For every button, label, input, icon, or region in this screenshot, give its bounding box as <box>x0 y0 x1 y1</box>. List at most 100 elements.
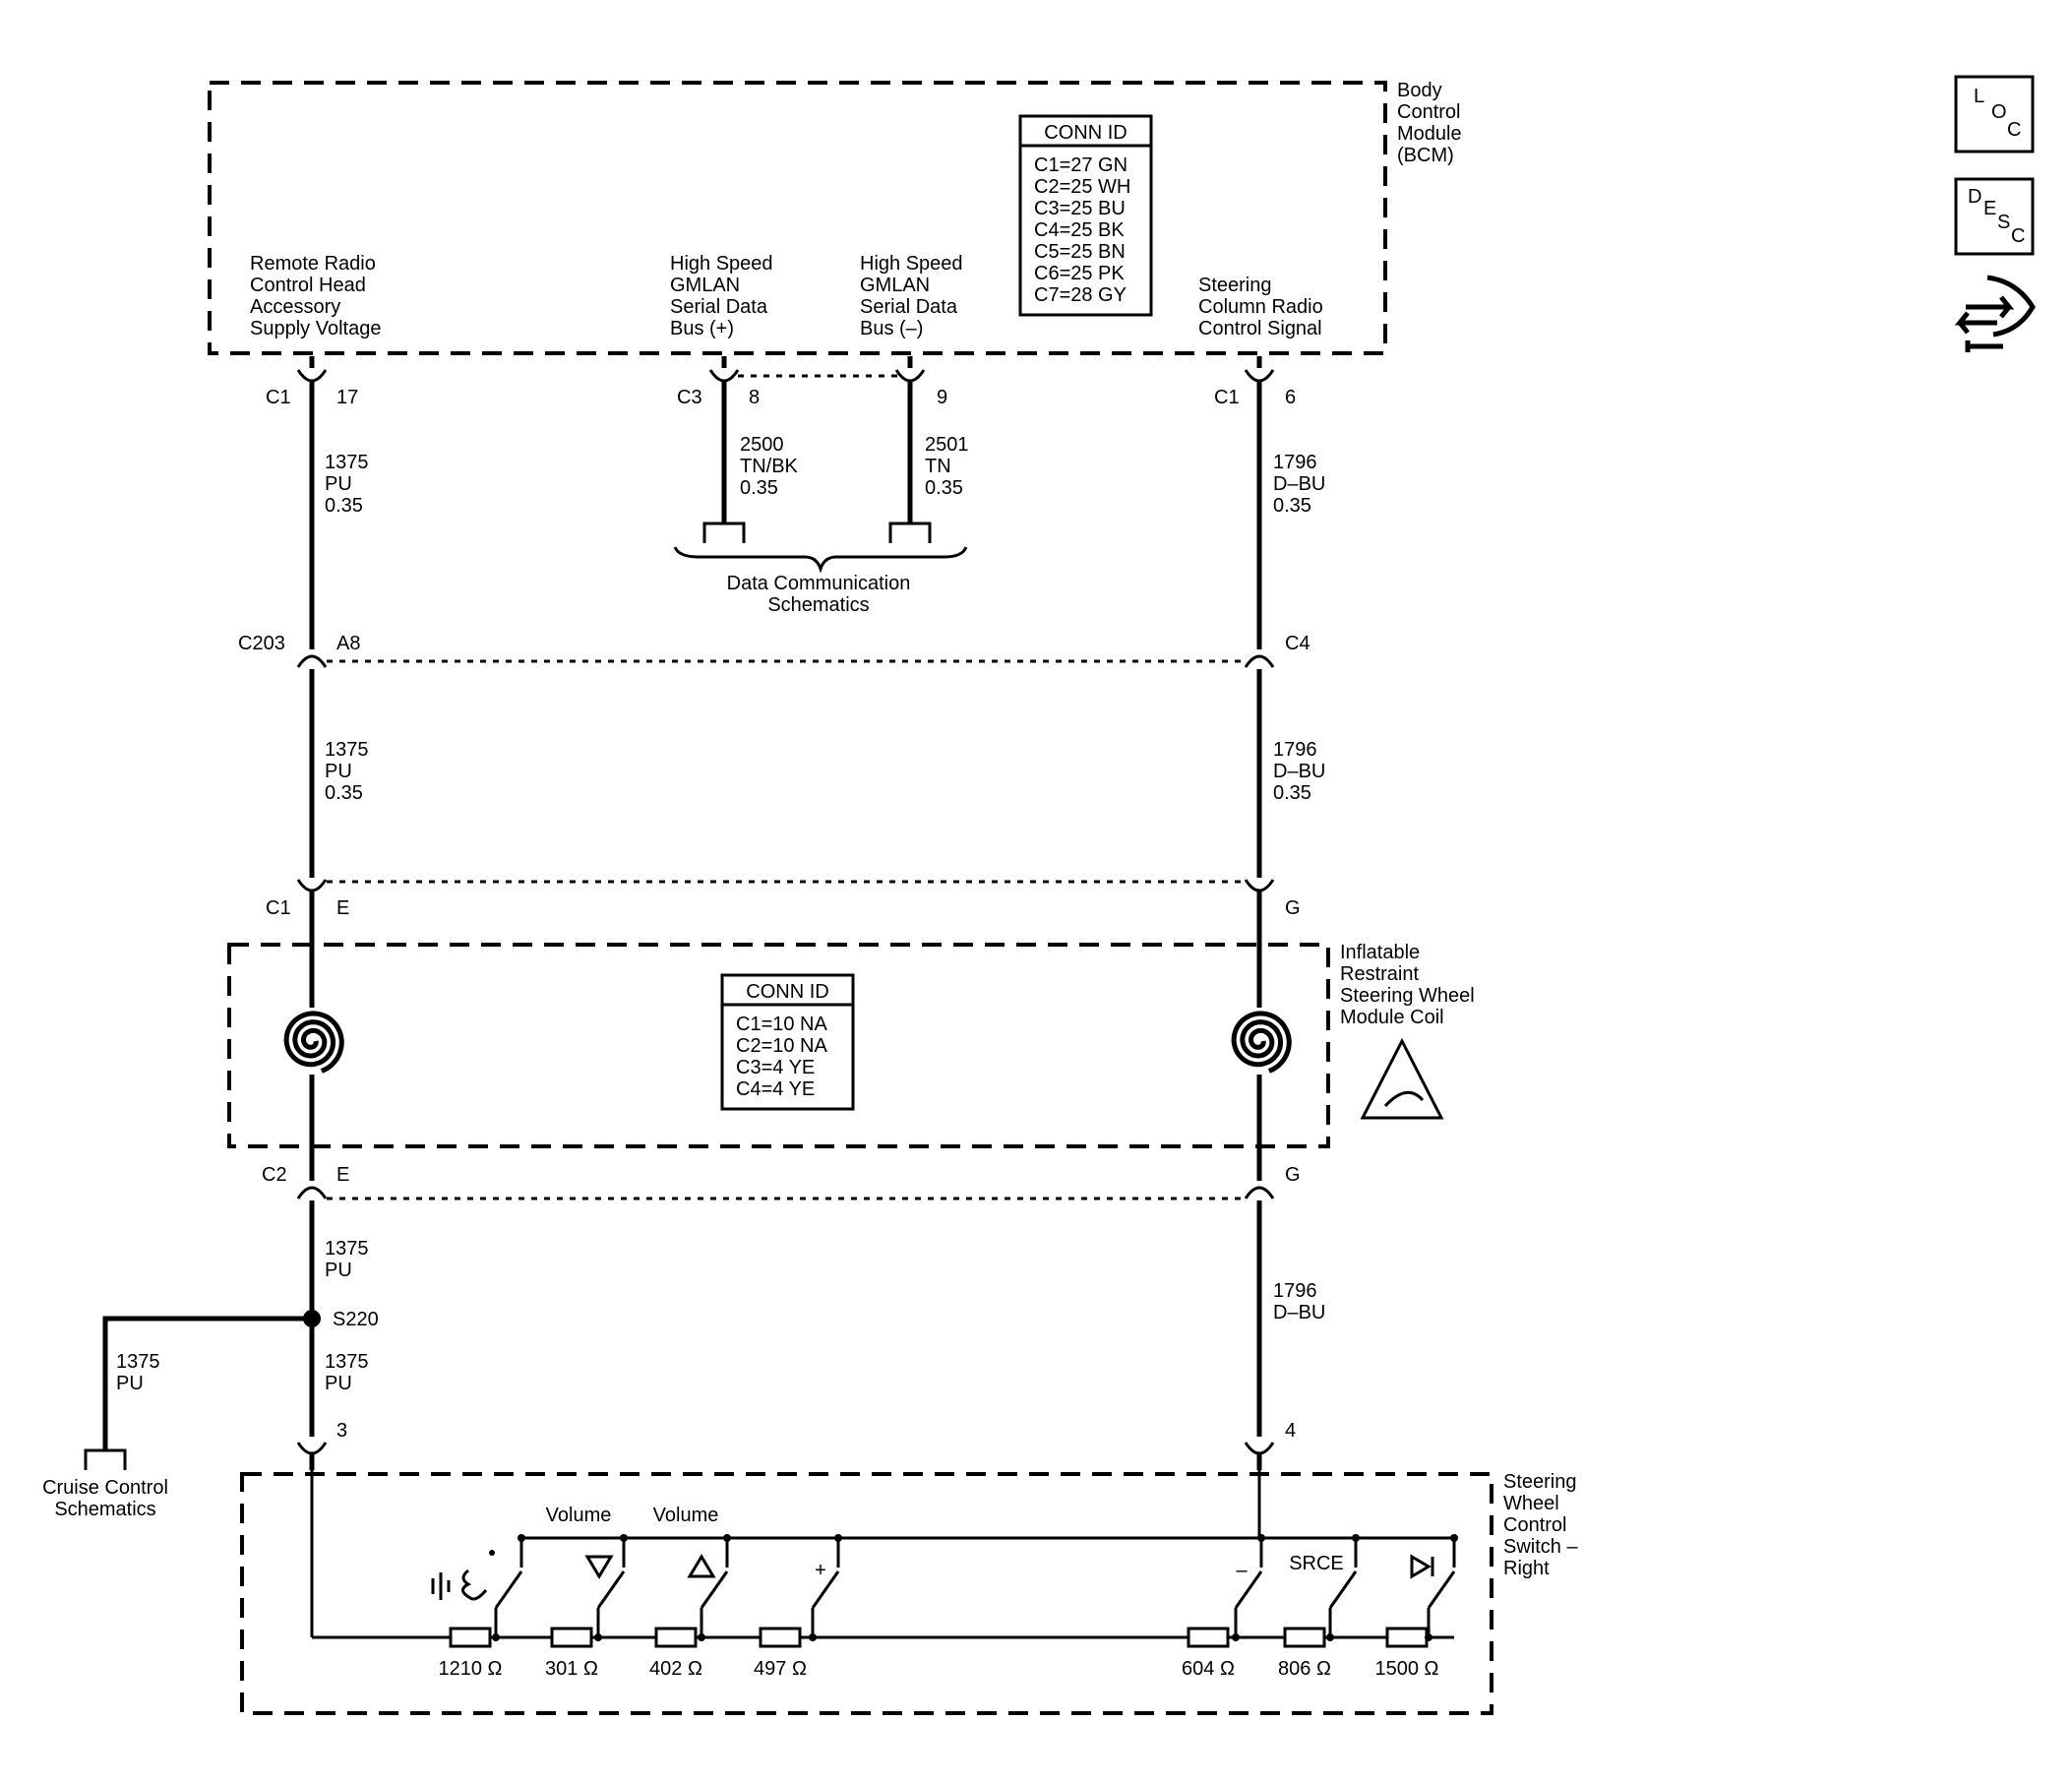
bcm-module-box <box>208 81 1387 355</box>
bcm-conn-id-line: C2=25 WH <box>1034 176 1130 198</box>
pin-label: 17 <box>336 387 358 408</box>
pin-label: 9 <box>937 387 947 408</box>
connector-label: C2 <box>262 1164 287 1186</box>
pin-label: 6 <box>1285 387 1296 408</box>
desc-icon: C <box>2011 225 2025 247</box>
wire-label: 1375 <box>116 1351 160 1373</box>
clock-spring-left <box>283 1011 344 1074</box>
coil-c2-pin-0 <box>296 1186 328 1200</box>
resistor-label: 402 Ω <box>649 1658 702 1680</box>
wires <box>84 144 1458 1648</box>
wire-label: 2501 <box>925 434 969 456</box>
bcm-terminal-label: Accessory <box>250 296 340 318</box>
pin-label: C4 <box>1285 633 1310 654</box>
switch-module-name: Steering <box>1503 1471 1577 1493</box>
coil-module-name: Module Coil <box>1340 1007 1444 1028</box>
clock-spring-right <box>1231 1011 1292 1074</box>
loc-icon: L <box>1974 86 1984 107</box>
coil-module-box <box>227 943 1330 1148</box>
desc-icon: D <box>1968 186 1981 208</box>
wire-label: D–BU <box>1273 761 1325 782</box>
junction-dot <box>594 1633 602 1641</box>
bcm-pin-3 <box>1244 369 1275 383</box>
wire-label: D–BU <box>1273 473 1325 495</box>
wire-label: D–BU <box>1273 1302 1325 1323</box>
junction-dot <box>518 1534 525 1542</box>
connector-label: C1 <box>266 387 291 408</box>
junction-dot <box>698 1633 705 1641</box>
resistor <box>1187 1627 1230 1648</box>
bcm-module-name: (BCM) <box>1397 145 1454 166</box>
switch-pin-1 <box>1244 1442 1275 1455</box>
bcm-conn-id-line: C1=27 GN <box>1034 154 1127 176</box>
data-comm-reference: Schematics <box>767 594 869 616</box>
bcm-terminal-label: High Speed <box>670 253 773 275</box>
pin-label: 4 <box>1285 1420 1296 1442</box>
resistor-label: 806 Ω <box>1278 1658 1331 1680</box>
cruise-reference: Schematics <box>54 1499 155 1520</box>
coil-module-name: Inflatable <box>1340 942 1420 963</box>
volume-down-label: Volume <box>546 1505 612 1526</box>
wire-label: 1375 <box>325 452 369 473</box>
c203-pin-1 <box>1244 654 1275 668</box>
coil-conn-id-line: C4=4 YE <box>736 1078 815 1100</box>
voice-icon <box>461 1569 488 1601</box>
pin-label: A8 <box>336 633 360 654</box>
switch-blade <box>596 1570 626 1609</box>
cruise-reference: Cruise Control <box>42 1477 168 1499</box>
resistor <box>1283 1627 1326 1648</box>
bcm-module-name: Module <box>1397 123 1462 145</box>
bcm-terminal-label: Control Head <box>250 275 366 296</box>
switch-blade <box>700 1570 729 1609</box>
pin-label: 3 <box>336 1420 347 1442</box>
wire-label: 1796 <box>1273 739 1317 761</box>
airbag-warning-icon <box>1385 1082 1405 1102</box>
desc-icon[interactable] <box>1954 177 2035 256</box>
coil-c1-pin-0 <box>296 879 328 892</box>
bcm-module-name: Control <box>1397 101 1460 123</box>
resistor-label: 1500 Ω <box>1375 1658 1439 1680</box>
junction-dot <box>620 1534 628 1542</box>
bcm-conn-id-line: C7=28 GY <box>1034 284 1127 306</box>
pin-label: G <box>1285 1164 1301 1186</box>
loc-icon[interactable] <box>1954 75 2035 154</box>
voice-icon <box>489 1550 495 1556</box>
wire-label: 0.35 <box>1273 495 1311 517</box>
resistor-label: 497 Ω <box>754 1658 807 1680</box>
data-comm-brace <box>673 546 968 574</box>
wire-label: 1375 <box>325 1238 369 1260</box>
data-comm-reference: Data Communication <box>727 573 911 594</box>
bcm-terminal-label: GMLAN <box>670 275 740 296</box>
airbag-warning-icon <box>1383 1090 1425 1108</box>
junction-dot <box>1352 1534 1360 1542</box>
bcm-terminal-label: Bus (–) <box>860 318 923 339</box>
bcm-terminal-label: GMLAN <box>860 275 930 296</box>
resistor-label: 1210 Ω <box>439 1658 503 1680</box>
wire-label: 1796 <box>1273 1280 1317 1302</box>
seek-next-icon <box>1410 1554 1434 1579</box>
junction-dot <box>1257 1534 1265 1542</box>
switch-blade <box>1328 1570 1358 1609</box>
bcm-terminal-label: Steering <box>1198 275 1272 296</box>
switch-module-name: Control <box>1503 1514 1566 1536</box>
coil-module-name: Restraint <box>1340 963 1419 985</box>
loc-icon: C <box>2007 119 2021 141</box>
airbag-warning-icon <box>1360 1037 1444 1120</box>
voice-icon <box>431 1572 451 1600</box>
bcm-terminal-label: Serial Data <box>670 296 768 318</box>
hand-arrows-icon[interactable] <box>1954 275 2036 352</box>
wire-label: 0.35 <box>1273 782 1311 804</box>
bcm-conn-id-line: C6=25 PK <box>1034 263 1125 284</box>
coil-conn-id-line: C3=4 YE <box>736 1057 815 1078</box>
loc-icon: O <box>1991 101 2007 123</box>
wire-label: PU <box>325 1373 352 1394</box>
junction-dot <box>834 1534 842 1542</box>
junction-dot <box>1450 1534 1458 1542</box>
connector-label: C1 <box>1214 387 1240 408</box>
labels: BodyControlModule(BCM)InflatableRestrain… <box>42 80 2025 1680</box>
coil-c1-pin-1 <box>1244 879 1275 892</box>
wire-label: 0.35 <box>325 495 363 517</box>
junction-dot <box>723 1534 731 1542</box>
volume-up-label: Volume <box>653 1505 719 1526</box>
